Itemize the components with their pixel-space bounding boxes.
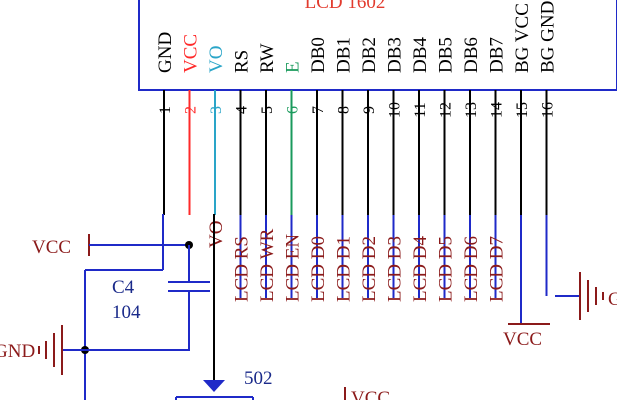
pot-wiper-arrow [203, 380, 225, 392]
pin-name-16: BG GND [538, 1, 559, 73]
vcc-bottom-label: VCC [351, 388, 390, 400]
net-label-5: LCD WR [257, 228, 278, 302]
pin-name-2: VCC [181, 34, 202, 73]
pot-value: 502 [244, 368, 273, 389]
gnd-right-label: G [608, 289, 617, 310]
pin-number-1: 1 [157, 106, 174, 114]
pin-number-9: 9 [361, 106, 378, 114]
net-label-12: LCD D5 [436, 236, 457, 302]
lcd-module-outline [138, 0, 617, 91]
lcd-title: LCD 1602 [305, 0, 386, 13]
pin-name-10: DB3 [385, 37, 406, 73]
net-label-3: VO [206, 221, 227, 248]
pin-name-13: DB6 [461, 37, 482, 73]
net-label-8: LCD D1 [334, 236, 355, 302]
pin-number-13: 13 [463, 102, 480, 118]
pin-number-7: 7 [310, 106, 327, 114]
pin-name-6: E [283, 61, 304, 73]
pin-number-16: 16 [540, 102, 557, 118]
pin-name-1: GND [155, 32, 176, 73]
vcc-pin15-label: VCC [503, 329, 542, 350]
net-label-14: LCD D7 [487, 236, 508, 302]
pin-name-8: DB1 [334, 37, 355, 73]
vcc-left-label: VCC [32, 237, 71, 258]
net-label-9: LCD D2 [359, 236, 380, 302]
pin-name-9: DB2 [359, 37, 380, 73]
pin-group: GND1VCC2VO3RS4RW5E6DB07DB18DB29DB310DB41… [155, 1, 559, 324]
net-label-10: LCD D3 [385, 236, 406, 302]
gnd-left-label: GND [0, 341, 35, 362]
pin-number-12: 12 [438, 102, 455, 118]
pin-number-10: 10 [387, 102, 404, 118]
pin-number-8: 8 [336, 106, 353, 114]
pin-name-12: DB5 [436, 37, 457, 73]
pin-name-7: DB0 [308, 37, 329, 73]
pin-name-11: DB4 [410, 37, 431, 73]
pin-number-4: 4 [234, 106, 251, 114]
pin-name-5: RW [257, 43, 278, 73]
cap-value: 104 [112, 302, 141, 323]
net-label-11: LCD D4 [410, 236, 431, 302]
pin-number-6: 6 [285, 106, 302, 114]
pin-number-2: 2 [183, 106, 200, 114]
pin-number-3: 3 [208, 106, 225, 114]
pin-number-14: 14 [489, 102, 506, 118]
pin-name-3: VO [206, 46, 227, 73]
pin-number-5: 5 [259, 106, 276, 114]
net-label-7: LCD D0 [308, 236, 329, 302]
net-label-4: LCD RS [232, 236, 253, 302]
net-label-13: LCD D6 [461, 236, 482, 302]
pin-number-15: 15 [514, 102, 531, 118]
pin-number-11: 11 [412, 102, 429, 117]
pin-name-15: BG VCC [512, 3, 533, 73]
pin-name-14: DB7 [487, 37, 508, 73]
pin-name-4: RS [232, 50, 253, 73]
cap-name: C4 [112, 277, 135, 298]
net-label-6: LCD EN [283, 234, 304, 302]
